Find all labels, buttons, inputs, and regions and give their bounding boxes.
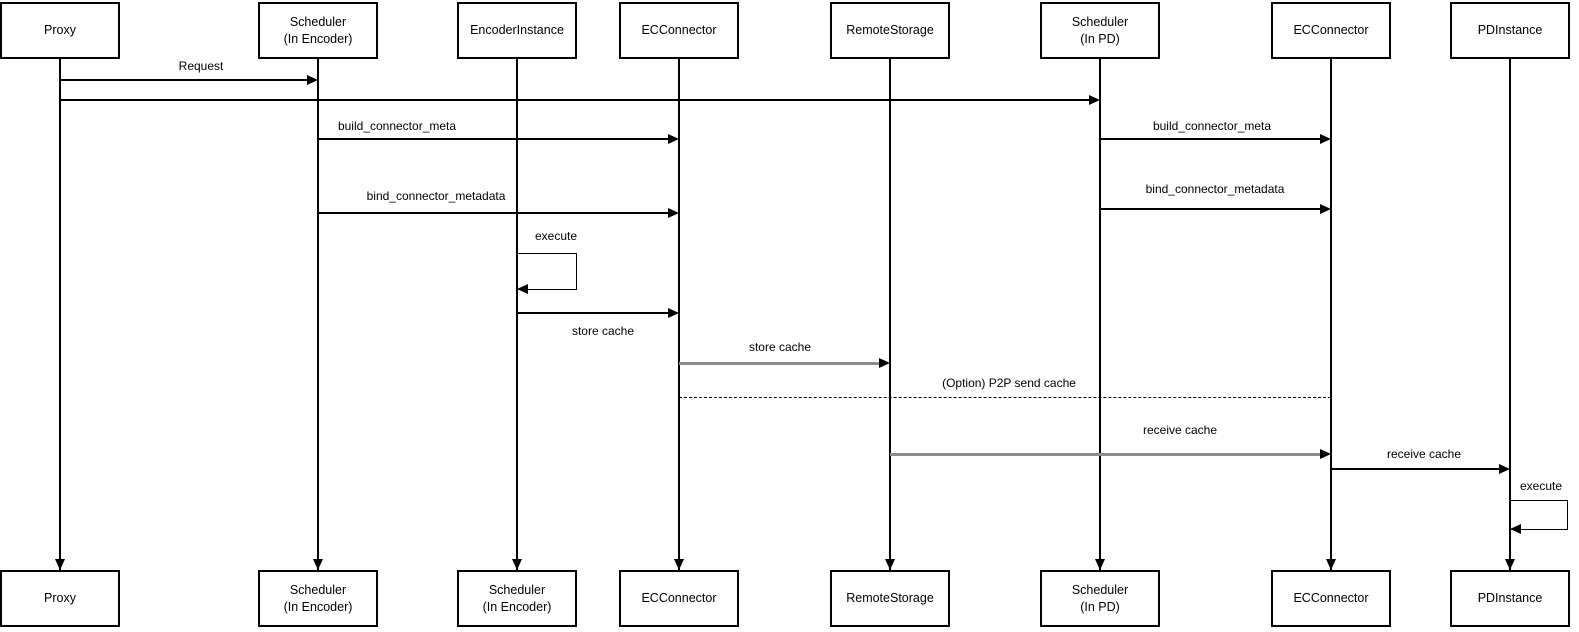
actor-label: ECConnector [1293,591,1369,606]
message-label-store-cache-to-connector: store cache [569,324,637,339]
actor-bottom-box-ec-connector-2: ECConnector [1271,570,1391,627]
message-arrowhead-bind-connector-metadata-pd [1320,204,1331,214]
lifeline-pd-instance [1509,59,1511,570]
actor-bottom-box-proxy: Proxy [0,570,120,627]
message-arrowhead-request-forward-to-pd-scheduler [1089,95,1100,105]
actor-label: (In Encoder) [283,31,353,46]
message-arrowhead-build-connector-meta-encoder [668,134,679,144]
actor-label: Scheduler [488,582,546,597]
message-line-store-cache-to-storage [679,361,882,365]
message-line-bind-connector-metadata-pd [1100,208,1323,210]
lifeline-arrowhead-pd-instance [1505,559,1515,570]
message-label-request: Request [176,59,226,74]
message-arrowhead-bind-connector-metadata-encoder [668,208,679,218]
self-message-arrowhead-execute-encoder [517,284,528,294]
actor-top-box-ec-connector: ECConnector [619,2,739,59]
actor-label: (In PD) [1080,599,1120,614]
lifeline-encoder-instance [516,59,518,570]
actor-top-box-ec-connector-2: ECConnector [1271,2,1391,59]
actor-label: (In PD) [1080,31,1120,46]
actor-bottom-box-ec-connector: ECConnector [619,570,739,627]
message-line-build-connector-meta-pd [1100,138,1323,140]
lifeline-arrowhead-encoder-instance [512,559,522,570]
actor-label: EncoderInstance [470,23,564,38]
lifeline-remote-storage [889,59,891,570]
lifeline-arrowhead-scheduler-in-encoder [313,559,323,570]
lifeline-ec-connector [678,59,680,570]
message-label-bind-connector-metadata-pd: bind_connector_metadata [1143,182,1287,197]
actor-label: Proxy [44,23,76,38]
self-message-loop-execute-encoder [517,253,577,290]
actor-label: PDInstance [1477,23,1543,38]
message-line-build-connector-meta-encoder [318,138,671,140]
actor-label: Scheduler [289,582,347,597]
message-label-build-connector-meta-encoder: build_connector_meta [335,119,459,134]
actor-label: ECConnector [641,23,717,38]
message-line-p2p-send-cache [679,397,1331,399]
actor-top-box-scheduler-in-pd: Scheduler (In PD) [1040,2,1160,59]
message-label-store-cache-to-storage: store cache [746,340,814,355]
lifeline-arrowhead-scheduler-in-pd [1095,559,1105,570]
actor-label: Scheduler [289,14,347,29]
self-message-label-execute-encoder: execute [532,229,580,244]
actor-label: Proxy [44,591,76,606]
actor-label: ECConnector [1293,23,1369,38]
message-line-request-forward-to-pd-scheduler [60,99,1092,101]
message-line-receive-cache-to-instance [1331,468,1502,470]
actor-top-box-encoder-instance: EncoderInstance [457,2,577,59]
actor-top-box-scheduler-in-encoder: Scheduler (In Encoder) [258,2,378,59]
message-line-receive-cache-from-storage [890,452,1323,456]
actor-label: (In Encoder) [482,599,552,614]
actor-bottom-box-scheduler-in-encoder: Scheduler (In Encoder) [258,570,378,627]
message-label-receive-cache-from-storage: receive cache [1140,423,1220,438]
lifeline-scheduler-in-pd [1099,59,1101,570]
lifeline-arrowhead-ec-connector-2 [1326,559,1336,570]
actor-bottom-box-remote-storage: RemoteStorage [830,570,950,627]
actor-label: Scheduler [1071,14,1129,29]
actor-top-box-pd-instance: PDInstance [1450,2,1570,59]
actor-label: (In Encoder) [283,599,353,614]
lifeline-ec-connector-2 [1330,59,1332,570]
message-arrowhead-build-connector-meta-pd [1320,134,1331,144]
message-arrowhead-request [307,75,318,85]
lifeline-arrowhead-proxy [55,559,65,570]
message-label-build-connector-meta-pd: build_connector_meta [1150,119,1274,134]
lifeline-arrowhead-ec-connector [674,559,684,570]
actor-label: Scheduler [1071,582,1129,597]
message-line-store-cache-to-connector [517,312,671,314]
message-arrowhead-receive-cache-from-storage [1320,449,1331,459]
actor-label: RemoteStorage [846,23,934,38]
actor-top-box-proxy: Proxy [0,2,120,59]
message-line-bind-connector-metadata-encoder [318,212,671,214]
lifeline-arrowhead-remote-storage [885,559,895,570]
actor-bottom-box-scheduler-in-pd: Scheduler (In PD) [1040,570,1160,627]
message-label-p2p-send-cache: (Option) P2P send cache [940,376,1078,391]
actor-label: ECConnector [641,591,717,606]
message-label-receive-cache-to-instance: receive cache [1384,447,1464,462]
actor-bottom-box-encoder-instance: Scheduler (In Encoder) [457,570,577,627]
message-arrowhead-store-cache-to-storage [879,358,890,368]
actor-top-box-remote-storage: RemoteStorage [830,2,950,59]
message-label-bind-connector-metadata-encoder: bind_connector_metadata [364,189,508,204]
lifeline-proxy [59,59,61,570]
actor-label: PDInstance [1477,591,1543,606]
actor-label: RemoteStorage [846,591,934,606]
self-message-label-execute-pd: execute [1517,479,1565,494]
lifeline-scheduler-in-encoder [317,59,319,570]
actor-bottom-box-pd-instance: PDInstance [1450,570,1570,627]
message-line-request [60,79,310,81]
message-arrowhead-store-cache-to-connector [668,308,679,318]
message-arrowhead-receive-cache-to-instance [1499,464,1510,474]
self-message-arrowhead-execute-pd [1510,524,1521,534]
self-message-loop-execute-pd [1510,500,1568,530]
